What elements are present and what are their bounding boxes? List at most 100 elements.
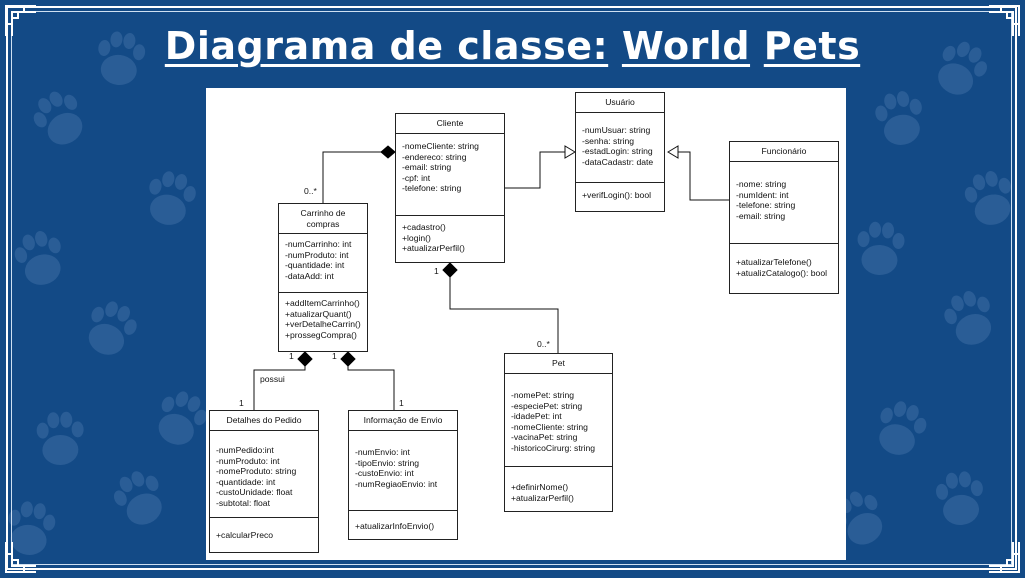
uml-diagram-canvas: Cliente -nomeCliente: string -endereco: … bbox=[206, 88, 846, 560]
paw-icon bbox=[14, 230, 61, 285]
attributes-compartment: -numUsuar: string -senha: string -estadL… bbox=[576, 113, 664, 183]
attribute: -custoEnvio: int bbox=[355, 468, 414, 479]
class-name-line-1: Carrinho de bbox=[300, 207, 346, 218]
paw-icon bbox=[938, 41, 987, 95]
composition-cliente-pet bbox=[449, 277, 559, 353]
generalization-cliente-usuario bbox=[505, 151, 565, 189]
class-carrinho-de-compras[interactable]: Carrinho de compras -numCarrinho: int -n… bbox=[278, 203, 368, 352]
corner-ornament-bottom-left bbox=[5, 542, 36, 573]
generalization-arrow-funcionario bbox=[667, 145, 679, 159]
class-name: Informação de Envio bbox=[349, 411, 457, 431]
attribute: -numCarrinho: int bbox=[285, 239, 352, 249]
attribute: -custoUnidade: float bbox=[216, 487, 293, 498]
class-name: Pet bbox=[505, 354, 612, 374]
multiplicity-label: 1 bbox=[239, 398, 244, 408]
attribute: -historicoCirurg: string bbox=[511, 442, 596, 453]
attributes-compartment: -numEnvio: int -tipoEnvio: string -custo… bbox=[349, 431, 457, 511]
attribute: -email: string bbox=[736, 210, 786, 221]
attributes-compartment: -numCarrinho: int -numProduto: int -quan… bbox=[279, 234, 367, 293]
multiplicity-label: 0..* bbox=[537, 339, 550, 349]
title-part-3: Pets bbox=[763, 24, 861, 68]
paw-icon bbox=[879, 401, 927, 455]
composition-carrinho-envio bbox=[347, 366, 395, 410]
class-name: Carrinho de compras bbox=[279, 204, 367, 234]
class-pet[interactable]: Pet -nomePet: string -especiePet: string… bbox=[504, 353, 613, 512]
paw-icon bbox=[113, 471, 162, 525]
attribute: -cpf: int bbox=[402, 172, 431, 183]
class-informacao-de-envio[interactable]: Informação de Envio -numEnvio: int -tipo… bbox=[348, 410, 458, 540]
attribute: -endereco: string bbox=[402, 151, 467, 162]
title-part-2: World bbox=[621, 24, 751, 68]
attribute: -nomeCliente: string bbox=[402, 141, 479, 151]
paw-icon bbox=[33, 91, 83, 145]
attribute: -numProduto: int bbox=[285, 249, 349, 260]
attribute: -nome: string bbox=[736, 179, 787, 189]
composition-cliente-carrinho bbox=[322, 151, 384, 203]
paw-icon bbox=[36, 411, 84, 465]
attributes-compartment: -numPedido:int -numProduto: int -nomePro… bbox=[210, 431, 318, 518]
attribute: -nomeProduto: string bbox=[216, 466, 297, 477]
paw-icon bbox=[944, 291, 992, 345]
operations-compartment: +addItemCarrinho() +atualizarQuant() +ve… bbox=[279, 293, 367, 340]
class-name: Usuário bbox=[576, 93, 664, 113]
attribute: -numPedido:int bbox=[216, 445, 274, 455]
association-label-possui: possui bbox=[260, 374, 285, 384]
paw-icon bbox=[875, 91, 922, 145]
operations-compartment: +definirNome() +atualizarPerfil() bbox=[505, 467, 612, 503]
composition-carrinho-detalhes bbox=[253, 366, 306, 410]
operations-compartment: +verifLogin(): bool bbox=[576, 183, 664, 201]
paw-icon bbox=[857, 221, 905, 275]
class-name: Funcionário bbox=[730, 142, 838, 162]
corner-ornament-top-left bbox=[5, 5, 36, 36]
attribute: -senha: string bbox=[582, 135, 635, 146]
operation: +login() bbox=[402, 232, 431, 243]
attribute: -vacinaPet: string bbox=[511, 432, 578, 443]
attribute: -nomeCliente: string bbox=[511, 421, 588, 432]
class-cliente[interactable]: Cliente -nomeCliente: string -endereco: … bbox=[395, 113, 505, 263]
attribute: -numEnvio: int bbox=[355, 447, 410, 457]
generalization-arrow-cliente bbox=[564, 145, 576, 159]
attribute: -dataAdd: int bbox=[285, 270, 334, 281]
operations-compartment: +calcularPreco bbox=[210, 518, 318, 541]
paw-icon bbox=[98, 31, 146, 85]
attribute: -numIdent: int bbox=[736, 189, 789, 200]
operations-compartment: +atualizarTelefone() +atualizCatalogo():… bbox=[730, 244, 838, 278]
attribute: -especiePet: string bbox=[511, 400, 583, 411]
uml-connectors bbox=[253, 145, 729, 410]
corner-ornament-top-right bbox=[989, 5, 1020, 36]
operation: +definirNome() bbox=[511, 482, 569, 492]
class-name-line-2: compras bbox=[306, 218, 340, 229]
attribute: -estadLogin: string bbox=[582, 146, 653, 157]
generalization-funcionario-usuario bbox=[678, 151, 729, 201]
attribute: -idadePet: int bbox=[511, 411, 562, 422]
operation: +atualizarPerfil() bbox=[402, 243, 465, 254]
paw-icon bbox=[964, 170, 1011, 225]
operation: +atualizCatalogo(): bool bbox=[736, 267, 828, 278]
attribute: -quantidade: int bbox=[216, 476, 276, 487]
paw-icon bbox=[158, 391, 207, 445]
operation: +atualizarQuant() bbox=[285, 308, 352, 319]
attributes-compartment: -nomeCliente: string -endereco: string -… bbox=[396, 134, 504, 216]
composition-diamond-carrinho-detalhes bbox=[297, 351, 313, 367]
class-detalhes-do-pedido[interactable]: Detalhes do Pedido -numPedido:int -numPr… bbox=[209, 410, 319, 553]
class-name: Cliente bbox=[396, 114, 504, 134]
attributes-compartment: -nome: string -numIdent: int -telefone: … bbox=[730, 162, 838, 244]
operation: +atualizarInfoEnvio() bbox=[355, 521, 435, 531]
attribute: -telefone: string bbox=[736, 200, 796, 211]
operation: +atualizarTelefone() bbox=[736, 257, 812, 267]
multiplicity-label: 1 bbox=[399, 398, 404, 408]
page-title: Diagrama de classe: World Pets bbox=[0, 24, 1025, 68]
multiplicity-label: 0..* bbox=[304, 186, 317, 196]
operation: +cadastro() bbox=[402, 222, 446, 232]
paw-icon bbox=[936, 471, 983, 525]
operations-compartment: +cadastro() +login() +atualizarPerfil() bbox=[396, 216, 504, 254]
class-funcionario[interactable]: Funcionário -nome: string -numIdent: int… bbox=[729, 141, 839, 294]
multiplicity-label: 1 bbox=[434, 266, 439, 276]
attributes-compartment: -nomePet: string -especiePet: string -id… bbox=[505, 374, 612, 467]
class-usuario[interactable]: Usuário -numUsuar: string -senha: string… bbox=[575, 92, 665, 212]
attribute: -tipoEnvio: string bbox=[355, 457, 420, 468]
composition-diamond-cliente-carrinho bbox=[380, 145, 396, 159]
attribute: -numProduto: int bbox=[216, 455, 280, 466]
operation: +addItemCarrinho() bbox=[285, 298, 360, 308]
composition-diamond-carrinho-envio bbox=[340, 351, 356, 367]
